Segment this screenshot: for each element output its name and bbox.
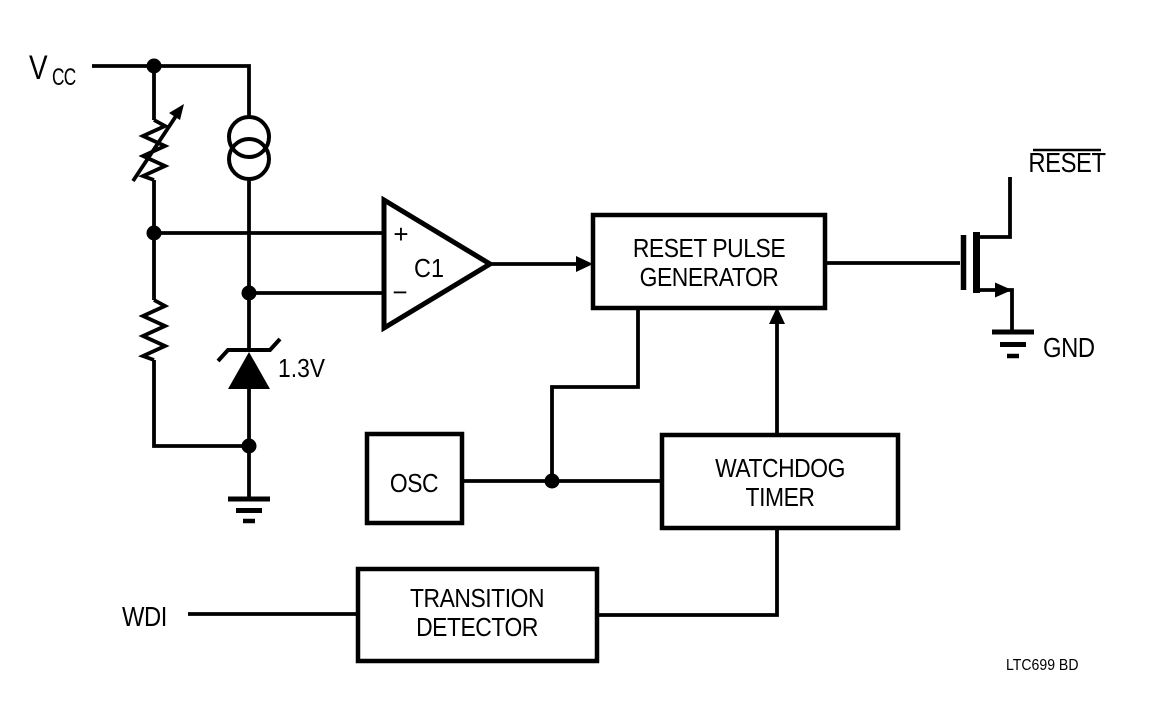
reset-pulse-generator-box <box>590 212 828 311</box>
vcc-label: V CC <box>29 48 77 90</box>
current-source-icon <box>227 115 271 159</box>
zener-voltage-label: 1.3V <box>278 355 326 384</box>
reset-pulse-generator-label-line2: GENERATOR <box>640 264 779 293</box>
clock-to-rpg-wire <box>550 308 640 481</box>
divider-bottom-lead <box>152 360 249 448</box>
osc-label: OSC <box>390 470 438 499</box>
current-source-branch <box>227 115 271 350</box>
vcc-subscript-text: CC <box>52 64 76 90</box>
variable-resistor-arrow-shaft <box>131 111 180 183</box>
reset-pulse-generator-label-line1: RESET PULSE <box>633 235 785 264</box>
nmos-drain-lead <box>979 177 1012 239</box>
wdi-label: WDI <box>122 600 167 632</box>
comparator-plus-label: + <box>393 219 408 249</box>
gnd-label: GND <box>1043 331 1095 363</box>
reset-output-label: RESET <box>1028 146 1106 178</box>
arrowhead-up-into-rpg <box>769 307 785 324</box>
junction-dot <box>544 473 560 489</box>
vcc-rail-wire <box>92 64 251 117</box>
nmos-output-stage: GND RESET <box>825 146 1107 363</box>
comparator-name-label: C1 <box>414 255 444 283</box>
comparator-c1: + − C1 <box>381 195 593 333</box>
part-number-label: LTC699 BD <box>1006 656 1079 674</box>
zener-cathode-bar <box>216 337 282 363</box>
watchdog-timer-box <box>659 432 901 531</box>
clock-distribution-wires <box>462 308 662 483</box>
detector-to-watchdog-wire <box>597 528 779 617</box>
zener-diode: 1.3V <box>216 337 326 499</box>
vcc-main-text: V <box>29 48 48 86</box>
vcc-rail-segment <box>92 64 251 117</box>
osc-box <box>364 431 465 526</box>
transition-detector-label-line2: DETECTOR <box>416 614 538 643</box>
transition-detector-label-line1: TRANSITION <box>410 585 544 614</box>
ground-symbol-right <box>992 329 1034 359</box>
junction-dot <box>241 438 257 454</box>
watchdog-timer-block: WATCHDOG TIMER <box>597 307 901 617</box>
junction-dots <box>146 58 560 489</box>
watchdog-timer-label-line2: TIMER <box>746 484 815 513</box>
ground-symbol-left <box>228 496 270 524</box>
comparator-minus-label: − <box>392 277 407 307</box>
junction-dot <box>146 58 162 74</box>
nmos-source-arrowhead <box>995 282 1012 298</box>
variable-resistor-arrowhead <box>169 104 184 120</box>
zener-triangle <box>228 352 270 389</box>
junction-dot <box>241 285 257 301</box>
watchdog-timer-label-line1: WATCHDOG <box>715 455 845 484</box>
oscillator-block: OSC <box>364 431 465 526</box>
transition-detector-block: TRANSITION DETECTOR WDI <box>122 566 600 664</box>
comparator-triangle-icon <box>381 195 495 333</box>
resistor-zigzag <box>137 298 170 362</box>
reset-pulse-generator-block: RESET PULSE GENERATOR <box>590 212 828 311</box>
junction-dot <box>146 225 162 241</box>
arrowhead-into-rpg <box>576 256 593 272</box>
comparator-input-wires <box>154 231 384 295</box>
